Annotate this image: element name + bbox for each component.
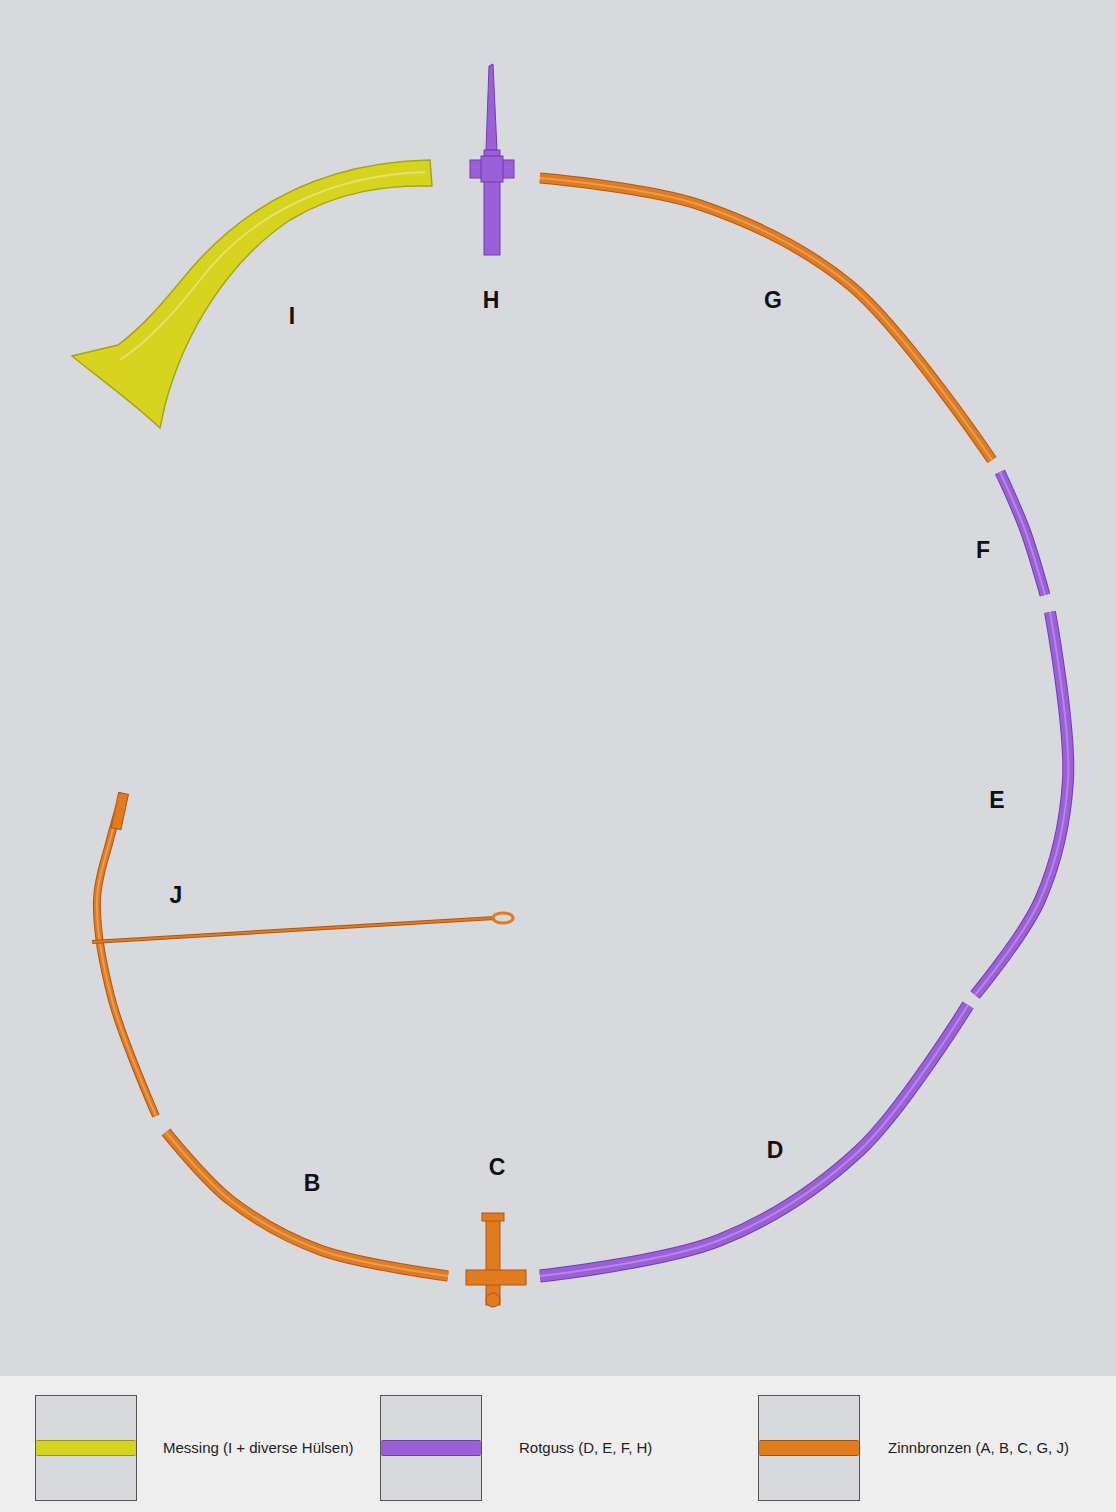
tube-segment — [540, 1005, 968, 1276]
part-letter: F — [976, 537, 990, 564]
tube-segment — [166, 1132, 448, 1276]
legend-color — [759, 1440, 859, 1456]
tube-segment-highlight — [540, 178, 992, 460]
rod — [92, 918, 495, 942]
legend-swatch — [758, 1395, 860, 1501]
legend-color — [36, 1440, 136, 1456]
bell-piece — [72, 160, 432, 428]
tube-segment — [540, 178, 992, 460]
legend-text: Rotguss (D, E, F, H) — [519, 1439, 734, 1458]
legend-swatch — [35, 1395, 137, 1501]
part-letter: H — [483, 287, 500, 314]
legend-text: Zinnbronzen (A, B, C, G, J) — [888, 1439, 1103, 1458]
bell-highlight — [120, 172, 425, 360]
tube-segment — [97, 798, 156, 1116]
tube-segment-highlight — [97, 798, 156, 1116]
tube-segment — [166, 1132, 448, 1276]
part-letter: C — [489, 1154, 506, 1181]
part-letter: D — [767, 1137, 784, 1164]
part-letter: J — [170, 882, 183, 909]
part-letter: E — [989, 787, 1004, 814]
tube-segment — [540, 178, 992, 460]
tube-segment-highlight — [1000, 472, 1045, 595]
mouthpiece-piece — [466, 1213, 526, 1307]
legend-swatch — [380, 1395, 482, 1501]
tube-segment — [1000, 472, 1045, 595]
rod-loop — [493, 913, 513, 923]
rod — [92, 918, 495, 942]
tube-segment-highlight — [540, 1005, 968, 1276]
part-letter: I — [289, 303, 295, 330]
part-letter: G — [764, 287, 782, 314]
sleeve — [111, 792, 128, 829]
tube-segment — [97, 798, 156, 1116]
legend-text: Messing (I + diverse Hülsen) — [163, 1439, 378, 1458]
tube-segment — [975, 612, 1068, 995]
part-letter: B — [304, 1170, 321, 1197]
tube-segment — [975, 612, 1068, 995]
tube-segment — [540, 1005, 968, 1276]
legend-color — [381, 1440, 481, 1456]
tube-segment — [1000, 472, 1045, 595]
tube-segment-highlight — [975, 612, 1068, 995]
cross-piece — [470, 64, 514, 255]
tube-segment-highlight — [166, 1132, 448, 1276]
